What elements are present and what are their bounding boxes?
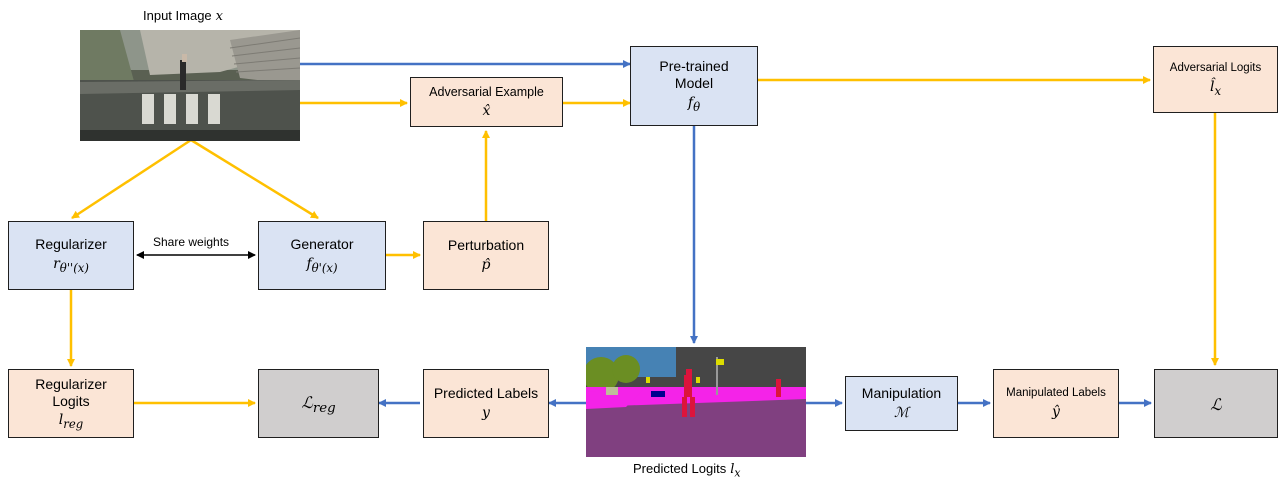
manipulation-box: Manipulation ℳ [845,376,958,431]
pretrained-model-box: Pre-trained Model fθ [630,46,758,126]
adversarial-example-box: Adversarial Example x̂ [410,77,563,127]
input-street-image [80,30,300,141]
loss-reg-box: ℒreg [258,369,379,438]
share-weights-label: Share weights [153,235,230,249]
regularizer-box: Regularizer rθ''(x) [8,221,134,290]
predicted-logits-segmentation-image [586,347,806,457]
perturbation-box: Perturbation p̂ [423,221,549,290]
regularizer-logits-box: Regularizer Logits lreg [8,369,134,438]
generator-box: Generator fθ'(x) [258,221,386,290]
manipulated-labels-box: Manipulated Labels ŷ [993,369,1119,438]
loss-box: ℒ [1154,369,1278,438]
predicted-labels-box: Predicted Labels y [423,369,549,438]
arrow-input-to-regularizer [71,138,192,220]
arrow-input-to-generator [190,138,319,220]
adversarial-logits-box: Adversarial Logits l̂x [1153,46,1278,113]
